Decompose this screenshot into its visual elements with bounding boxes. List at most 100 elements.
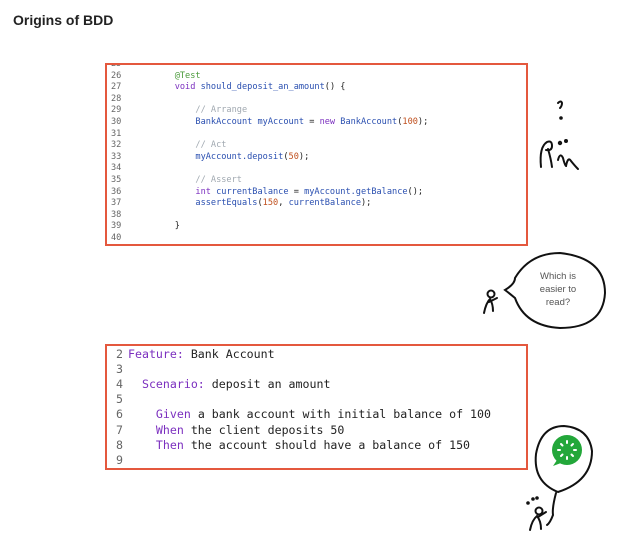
code-token: ( xyxy=(257,198,263,209)
code-token: deposit an amount xyxy=(211,377,331,392)
code-token: a bank account with initial balance of 1… xyxy=(197,407,491,422)
code-token: assertEquals xyxy=(154,198,258,209)
code-line: 38 xyxy=(111,210,154,222)
speech-bubble-icon xyxy=(503,251,607,330)
code-token: void xyxy=(154,82,201,93)
line-number: 40 xyxy=(111,233,122,243)
line-number: 4 xyxy=(116,377,123,392)
line-number: 8 xyxy=(116,437,123,452)
code-line: 39 } xyxy=(111,221,180,233)
line-number: 5 xyxy=(116,392,123,407)
code-token: // Act xyxy=(154,140,227,151)
code-token: ); xyxy=(298,151,310,162)
code-token: 50 xyxy=(288,151,299,162)
code-token: int xyxy=(154,186,217,197)
code-line: 31 xyxy=(111,129,154,141)
code-line: 9 xyxy=(116,453,128,468)
code-token: ); xyxy=(417,117,429,127)
code-line: 5 xyxy=(116,392,128,407)
code-line: 40 xyxy=(111,233,154,244)
code-token: the client deposits 50 xyxy=(190,422,345,437)
code-token: = xyxy=(309,117,320,127)
code-token: // Assert xyxy=(154,175,242,185)
code-line: 3 xyxy=(116,362,128,377)
line-number: 37 xyxy=(111,198,122,209)
code-line: 28 xyxy=(111,94,154,106)
code-line: 33 myAccount.deposit(50); xyxy=(111,152,309,164)
code-token: myAccount.deposit xyxy=(154,151,284,162)
line-number: 31 xyxy=(111,128,122,139)
line-number: 38 xyxy=(111,209,122,220)
code-token: Bank Account xyxy=(190,347,275,361)
line-number: 7 xyxy=(116,422,123,437)
code-line: 36 int currentBalance = myAccount.getBal… xyxy=(111,187,423,199)
line-number: 28 xyxy=(111,93,122,104)
code-line: 6 Given a bank account with initial bala… xyxy=(116,407,491,422)
code-line: 34 xyxy=(111,163,154,175)
page-title: Origins of BDD xyxy=(13,12,114,28)
code-token: currentBalance xyxy=(288,198,361,209)
code-token: (); xyxy=(407,186,424,197)
line-number: 39 xyxy=(111,221,122,232)
line-number: 35 xyxy=(111,175,122,185)
code-line: 29 // Arrange xyxy=(111,105,247,117)
code-line: 25 xyxy=(111,63,154,71)
code-token: the account should have a balance of 150 xyxy=(190,437,471,452)
line-number: 34 xyxy=(111,163,122,174)
code-line: 37 assertEquals(150, currentBalance); xyxy=(111,198,371,210)
code-line: 2 Feature: Bank Account xyxy=(116,347,275,362)
confused-person-icon xyxy=(539,100,579,170)
code-token: , xyxy=(278,198,289,209)
line-number: 3 xyxy=(116,362,123,377)
code-token: () { xyxy=(324,82,346,93)
small-person-icon xyxy=(483,289,498,314)
line-number: 27 xyxy=(111,82,122,93)
code-token: Then xyxy=(128,437,191,452)
code-token: BankAccount myAccount xyxy=(154,117,310,127)
code-token: When xyxy=(128,422,191,437)
bubble-line: read? xyxy=(545,297,571,308)
code-line: 27 void should_deposit_an_amount() { xyxy=(111,82,345,94)
code-token: ( xyxy=(397,117,403,127)
line-number: 33 xyxy=(111,151,122,162)
line-number: 26 xyxy=(111,70,122,81)
line-number: 6 xyxy=(116,407,123,422)
line-number: 9 xyxy=(116,452,123,467)
line-number: 25 xyxy=(111,63,122,69)
line-number: 32 xyxy=(111,140,122,151)
line-number: 29 xyxy=(111,105,122,116)
code-token: new xyxy=(319,117,341,127)
code-token: = xyxy=(293,186,305,197)
line-number: 2 xyxy=(116,347,123,361)
bubble-line: easier to xyxy=(539,284,577,295)
code-token: ); xyxy=(361,198,372,209)
code-line: 26 @Test xyxy=(111,71,201,83)
code-line: 7 When the client deposits 50 xyxy=(116,423,344,438)
code-line: 32 // Act xyxy=(111,140,226,152)
code-token: @Test xyxy=(154,70,201,81)
code-line: 8 Then the account should have a balance… xyxy=(116,438,470,453)
code-line: 35 // Assert xyxy=(111,175,242,187)
code-token: Feature: xyxy=(128,347,191,361)
cucumber-logo-icon xyxy=(552,435,582,466)
code-token: myAccount.getBalance xyxy=(304,186,408,197)
speech-bubble-text: Which is easier to read? xyxy=(532,270,584,309)
code-line: 4 Scenario: deposit an amount xyxy=(116,377,330,392)
code-token: currentBalance xyxy=(216,186,294,197)
code-token: Scenario: xyxy=(128,377,212,392)
balloon-person-icon xyxy=(526,496,547,531)
code-token: // Arrange xyxy=(154,105,248,116)
line-number: 30 xyxy=(111,117,122,127)
code-token: 150 xyxy=(262,198,279,209)
code-token: ( xyxy=(283,151,289,162)
code-line: 30 BankAccount myAccount = new BankAccou… xyxy=(111,117,428,129)
code-token: 100 xyxy=(402,117,418,127)
line-number: 36 xyxy=(111,186,122,197)
code-token: BankAccount xyxy=(340,117,398,127)
code-token: } xyxy=(154,221,180,232)
code-token: Given xyxy=(128,407,198,422)
code-token: should_deposit_an_amount xyxy=(200,82,325,93)
